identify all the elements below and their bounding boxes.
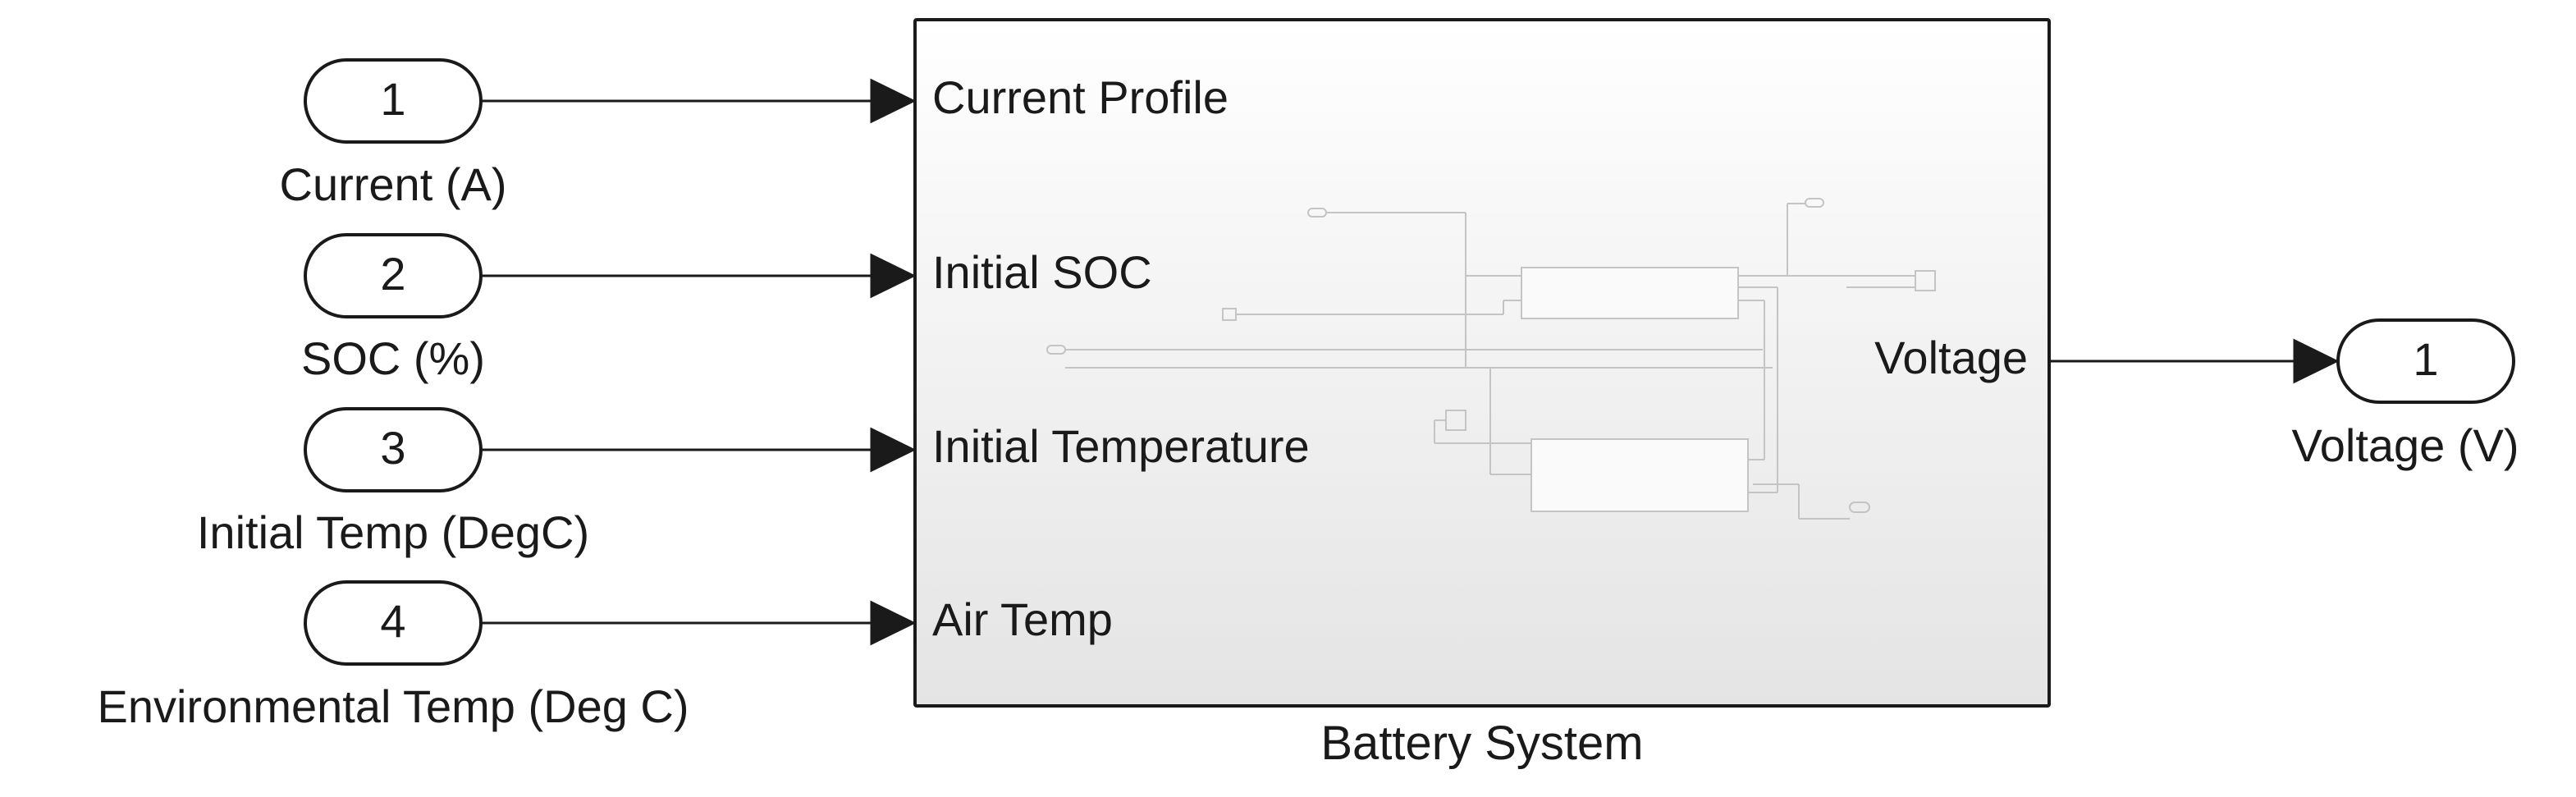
subsystem-name: Battery System xyxy=(1320,717,1644,770)
block-port-initial-temperature: Initial Temperature xyxy=(932,420,1310,472)
inport-1-label: Current (A) xyxy=(279,158,507,210)
inport-1-block[interactable] xyxy=(304,58,483,144)
inport-2-label: SOC (%) xyxy=(301,332,485,384)
block-port-voltage: Voltage xyxy=(1874,332,2028,383)
arrow-voltage xyxy=(2293,338,2340,384)
arrow-current xyxy=(870,78,917,124)
input-signal-lines xyxy=(481,78,2340,646)
block-port-current-profile: Current Profile xyxy=(932,71,1229,123)
inport-3-number: 3 xyxy=(380,422,406,474)
outport-1-label: Voltage (V) xyxy=(2291,419,2519,471)
inport-3-label: Initial Temp (DegC) xyxy=(196,506,590,558)
battery-system-block[interactable] xyxy=(913,18,2051,708)
arrow-air-temp xyxy=(870,600,917,646)
outport-1-number: 1 xyxy=(2413,333,2439,385)
arrow-initial-temp xyxy=(870,427,917,473)
inport-2-number: 2 xyxy=(380,248,406,300)
block-port-air-temp: Air Temp xyxy=(932,593,1113,645)
arrow-soc xyxy=(870,253,917,299)
inport-2-block[interactable] xyxy=(304,233,483,318)
outport-1-block[interactable] xyxy=(2336,318,2515,404)
inport-3-block[interactable] xyxy=(304,407,483,492)
block-port-initial-soc: Initial SOC xyxy=(932,246,1152,298)
inport-1-number: 1 xyxy=(380,73,406,125)
inport-4-label: Environmental Temp (Deg C) xyxy=(97,680,689,732)
inport-4-number: 4 xyxy=(380,595,406,647)
subsystem-thumbnail xyxy=(1046,198,1936,520)
inport-4-block[interactable] xyxy=(304,580,483,666)
